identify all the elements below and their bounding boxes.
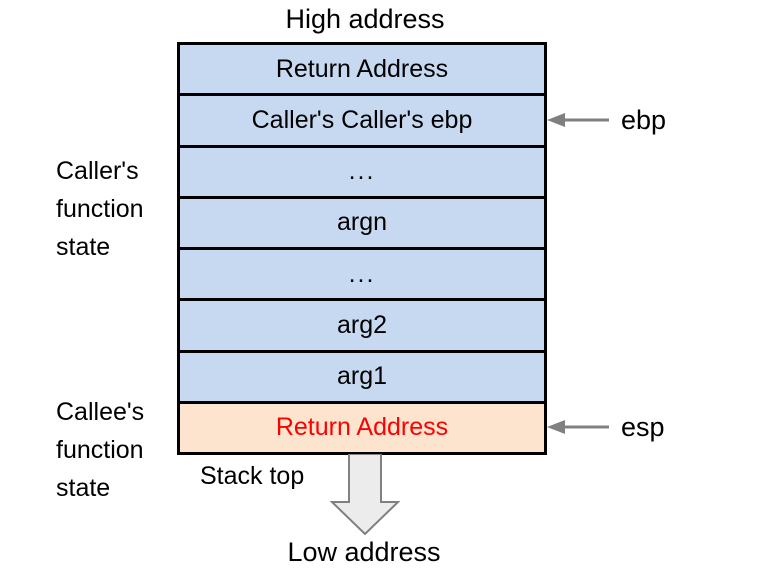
stack-row: Return Address — [180, 45, 544, 97]
left-arrow-icon — [547, 420, 609, 434]
high-address-label: High address — [285, 4, 445, 34]
stack-row: Caller's Caller's ebp — [180, 96, 544, 148]
stack-row: arg1 — [180, 352, 544, 404]
stack-row-label: arg1 — [336, 362, 388, 391]
stack-top-label: Stack top — [200, 462, 305, 490]
stack-row-label: ... — [348, 157, 376, 186]
stack-row: ... — [180, 147, 544, 199]
left-arrow-icon — [547, 113, 609, 127]
ebp-pointer-annotation: ebp — [547, 106, 666, 134]
stack-row-label: Return Address — [275, 413, 449, 442]
stack-row-callee-return-address: Return Address — [180, 403, 544, 452]
stack-row: ... — [180, 250, 544, 302]
stack-row-label: Return Address — [275, 54, 449, 83]
stack-growth-down-arrow-icon — [330, 454, 400, 536]
ebp-register-label: ebp — [621, 105, 667, 135]
stack-row: arg2 — [180, 301, 544, 353]
stack-row-label: arg2 — [336, 310, 388, 339]
stack-row-label: argn — [336, 208, 388, 237]
stack-row: argn — [180, 198, 544, 250]
stack-table: Return Address Caller's Caller's ebp ...… — [177, 42, 547, 455]
stack-row-label: ... — [348, 259, 376, 288]
callee-function-state-label: Callee's function state — [56, 398, 145, 502]
caller-function-state-label: Caller's function state — [56, 157, 144, 261]
low-address-label: Low address — [287, 537, 441, 567]
esp-pointer-annotation: esp — [547, 413, 665, 441]
esp-register-label: esp — [621, 412, 665, 442]
stack-row-label: Caller's Caller's ebp — [251, 105, 473, 134]
